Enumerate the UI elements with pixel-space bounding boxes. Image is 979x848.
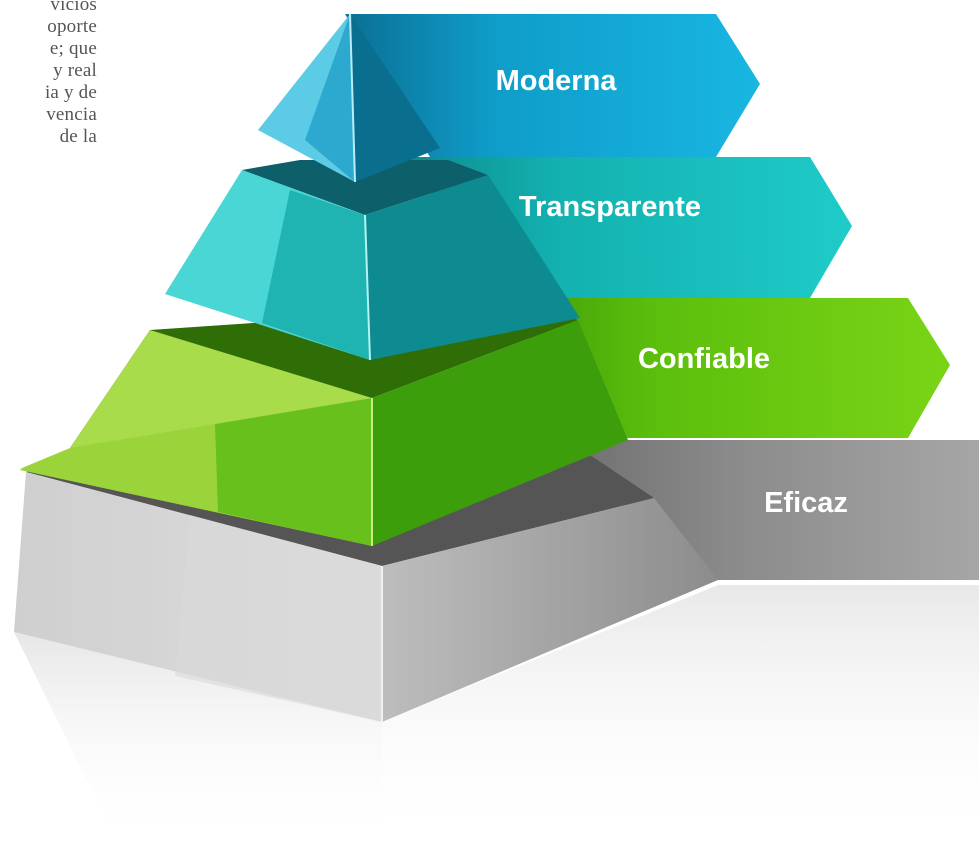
banner-label-confiable: Confiable <box>638 343 770 375</box>
level-transparente: Transparente <box>165 157 852 361</box>
tier-front-confiable <box>70 330 372 448</box>
tier-side-eficaz <box>382 498 718 722</box>
pyramid-reflection <box>14 585 979 848</box>
banner-label-transparente: Transparente <box>519 191 701 223</box>
tier-top-transparente <box>242 160 488 215</box>
level-moderna: Moderna <box>258 13 760 183</box>
text-line: oporte <box>47 16 97 37</box>
tier-side-transparente <box>365 175 580 360</box>
banner-label-moderna: Moderna <box>496 65 618 97</box>
banner-label-eficaz: Eficaz <box>764 487 848 519</box>
banner-moderna <box>345 14 760 157</box>
banner-eficaz <box>560 440 979 580</box>
tier-face-confiable-shade <box>215 398 372 546</box>
text-line: vencia <box>46 104 97 125</box>
text-line: e; que <box>49 38 97 59</box>
tier-face-moderna-mid <box>305 14 355 182</box>
text-line: ia y de <box>44 82 97 103</box>
tier-side-confiable <box>372 320 628 546</box>
tier-face-transparente-mid <box>262 190 370 360</box>
text-line: de la <box>59 126 97 147</box>
text-fragment: vicios oporte e; que y real ia y de venc… <box>0 0 97 148</box>
text-line: vicios <box>50 0 97 15</box>
tier-side-moderna <box>350 14 440 182</box>
text-line: y real <box>53 60 97 81</box>
level-confiable: Confiable <box>20 298 950 546</box>
